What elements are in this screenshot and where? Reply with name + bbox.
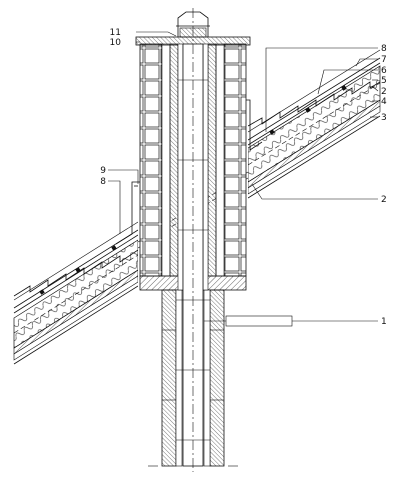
callout-2-upper: 2 (381, 87, 387, 97)
callout-6: 6 (381, 66, 387, 76)
callout-2-lower: 2 (381, 195, 387, 205)
callout-4: 4 (381, 97, 387, 107)
callout-10: 10 (110, 38, 122, 48)
callout-1: 1 (381, 317, 387, 327)
roof-right (248, 49, 381, 199)
rain-cap (176, 11, 210, 38)
leader-lines (108, 31, 379, 327)
callout-8-left: 8 (100, 177, 106, 187)
callout-7: 7 (381, 55, 387, 65)
flue-system (148, 8, 238, 472)
roof-left (13, 221, 138, 370)
callout-8-right: 8 (381, 44, 387, 54)
callout-5: 5 (381, 76, 387, 86)
callout-3: 3 (381, 113, 387, 123)
callout-9: 9 (100, 166, 106, 176)
callout-11: 11 (110, 28, 121, 38)
